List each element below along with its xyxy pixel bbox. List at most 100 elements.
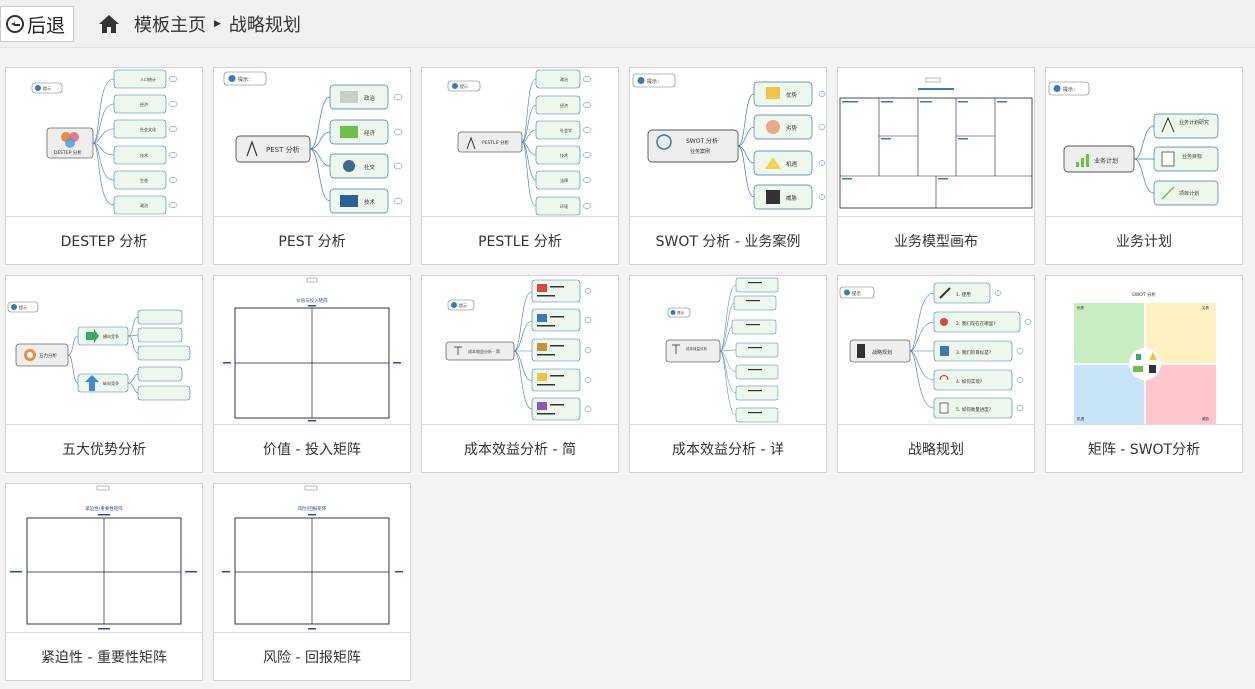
- template-title: SWOT 分析 - 业务案例: [630, 216, 826, 264]
- template-thumbnail: 提示 PESTLE 分析 政治经济社会学 技术法律环境: [422, 68, 618, 216]
- svg-text:提示：: 提示：: [647, 78, 662, 85]
- template-title: 矩阵 - SWOT分析: [1046, 424, 1242, 472]
- template-thumbnail: 提示： 业务计划 业务计划研究业务目标项目计划: [1046, 68, 1242, 216]
- svg-text:经济: 经济: [364, 129, 376, 137]
- svg-text:社会文化: 社会文化: [140, 126, 156, 132]
- svg-text:环境: 环境: [560, 203, 568, 209]
- svg-text:生态: 生态: [140, 177, 148, 183]
- template-title: PEST 分析: [214, 216, 410, 264]
- template-card-pest[interactable]: 提示： PEST 分析 政治经济 社交技术 PEST 分析: [213, 67, 411, 265]
- template-thumbnail: 提示 成本效益分析: [630, 276, 826, 424]
- svg-text:劣势: 劣势: [786, 124, 798, 132]
- svg-text:提示：: 提示：: [238, 76, 253, 83]
- svg-text:机遇: 机遇: [786, 160, 798, 168]
- svg-text:优势: 优势: [786, 91, 798, 99]
- back-arrow-icon: [6, 15, 24, 33]
- svg-text:提示：: 提示：: [1063, 86, 1078, 93]
- template-card-destep[interactable]: 提示 DESTEP 分析 人口统计经济社会文化 技术生态政治 DESTEP 分析: [5, 67, 203, 265]
- svg-text:PESTLE 分析: PESTLE 分析: [482, 139, 509, 146]
- svg-text:价值与投入矩阵: 价值与投入矩阵: [296, 297, 328, 304]
- template-thumbnail: 价值与投入矩阵: [214, 276, 410, 424]
- svg-text:技术: 技术: [140, 152, 148, 158]
- svg-text:劣势: 劣势: [1202, 305, 1210, 310]
- svg-text:业务目标: 业务目标: [1182, 153, 1202, 160]
- svg-text:成本效益分析 - 简: 成本效益分析 - 简: [468, 348, 500, 354]
- template-title: 五大优势分析: [6, 424, 202, 472]
- svg-text:提示: 提示: [19, 304, 27, 310]
- template-card-cost-benefit-simple[interactable]: 提示 成本效益分析 - 简 成本效益分析 - 简: [421, 275, 619, 473]
- svg-text:法律: 法律: [560, 177, 568, 183]
- svg-text:政治: 政治: [560, 76, 568, 82]
- breadcrumb-home-link[interactable]: 模板主页: [134, 15, 206, 36]
- svg-text:社会学: 社会学: [560, 127, 572, 133]
- template-card-pestle[interactable]: 提示 PESTLE 分析 政治经济社会学 技术法律环境 PESTLE 分析: [421, 67, 619, 265]
- top-bar: 后退 模板主页 ▶ 战略规划: [0, 0, 1255, 48]
- svg-text:1. 使用: 1. 使用: [956, 291, 971, 298]
- svg-text:提示: 提示: [677, 310, 685, 315]
- back-button-label: 后退: [27, 14, 66, 37]
- svg-text:横向竞争: 横向竞争: [103, 333, 119, 339]
- svg-text:技术: 技术: [560, 152, 568, 158]
- svg-text:5. 如何衡量进度?: 5. 如何衡量进度?: [956, 406, 992, 413]
- template-title: DESTEP 分析: [6, 216, 202, 264]
- svg-text:威胁: 威胁: [1202, 416, 1210, 421]
- template-thumbnail: 提示 成本效益分析 - 简: [422, 276, 618, 424]
- svg-text:3. 我们的目标是?: 3. 我们的目标是?: [956, 349, 992, 356]
- svg-text:经济: 经济: [560, 102, 568, 108]
- template-card-swot-business[interactable]: 提示： SWOT 分析 业务案例 优势劣势 机遇威胁 SWOT 分: [629, 67, 827, 265]
- template-card-strategic-planning[interactable]: 提示 战略规划 1. 使用 2. 我们现在在哪里? 3. 我们的目标是? 4. 如何…: [837, 275, 1035, 473]
- template-title: 成本效益分析 - 简: [422, 424, 618, 472]
- svg-text:优势: 优势: [1077, 305, 1085, 310]
- template-thumbnail: 提示 战略规划 1. 使用 2. 我们现在在哪里? 3. 我们的目标是? 4. 如何…: [838, 276, 1034, 424]
- template-title: PESTLE 分析: [422, 216, 618, 264]
- template-title: 战略规划: [838, 424, 1034, 472]
- svg-text:2. 我们现在在哪里?: 2. 我们现在在哪里?: [956, 320, 996, 327]
- svg-text:威胁: 威胁: [786, 194, 798, 202]
- template-card-business-plan[interactable]: 提示： 业务计划 业务计划研究业务目标项目计划 业务计划: [1045, 67, 1243, 265]
- svg-text:提示: 提示: [852, 290, 861, 297]
- svg-text:提示: 提示: [460, 83, 468, 89]
- svg-text:提示: 提示: [43, 85, 51, 91]
- template-thumbnail: 提示 DESTEP 分析 人口统计经济社会文化 技术生态政治: [6, 68, 202, 216]
- svg-text:人口统计: 人口统计: [140, 76, 156, 82]
- home-icon[interactable]: [98, 14, 120, 34]
- back-button[interactable]: 后退: [0, 6, 74, 42]
- breadcrumb: 模板主页 ▶ 战略规划: [98, 12, 301, 36]
- template-card-value-effort-matrix[interactable]: 价值与投入矩阵 价值 - 投入矩阵: [213, 275, 411, 473]
- template-thumbnail: 提示 五力分析 横向竞争纵向竞争: [6, 276, 202, 424]
- breadcrumb-separator-icon: ▶: [214, 19, 221, 29]
- template-thumbnail: SWOT 分析 优势 劣势 机遇 威胁: [1046, 276, 1242, 424]
- svg-text:战略规划: 战略规划: [872, 349, 892, 356]
- svg-text:政治: 政治: [140, 202, 148, 208]
- template-card-five-forces[interactable]: 提示 五力分析 横向竞争纵向竞争 五大优势分析: [5, 275, 203, 473]
- svg-text:4. 如何实现?: 4. 如何实现?: [956, 378, 983, 385]
- template-title: 风险 - 回报矩阵: [214, 632, 410, 680]
- template-thumbnail: 风险/回报矩阵: [214, 484, 410, 632]
- template-thumbnail: [838, 68, 1034, 216]
- svg-text:风险/回报矩阵: 风险/回报矩阵: [298, 505, 327, 512]
- template-card-swot-matrix[interactable]: SWOT 分析 优势 劣势 机遇 威胁 矩阵 - SWOT分析: [1045, 275, 1243, 473]
- svg-text:紧迫性/重要性矩阵: 紧迫性/重要性矩阵: [85, 505, 123, 512]
- svg-text:政治: 政治: [364, 94, 376, 102]
- svg-text:提示: 提示: [459, 302, 467, 308]
- svg-text:PEST 分析: PEST 分析: [266, 145, 300, 154]
- svg-text:机遇: 机遇: [1077, 416, 1085, 421]
- svg-text:经济: 经济: [140, 101, 148, 107]
- template-card-cost-benefit-detailed[interactable]: 提示 成本效益分析 成本效益分析 - 详: [629, 275, 827, 473]
- svg-text:项目计划: 项目计划: [1179, 190, 1199, 197]
- template-thumbnail: 提示： PEST 分析 政治经济 社交技术: [214, 68, 410, 216]
- svg-text:成本效益分析: 成本效益分析: [686, 346, 707, 351]
- template-thumbnail: 提示： SWOT 分析 业务案例 优势劣势 机遇威胁: [630, 68, 826, 216]
- template-title: 业务模型画布: [838, 216, 1034, 264]
- breadcrumb-current: 战略规划: [228, 15, 301, 36]
- svg-text:社交: 社交: [364, 163, 376, 171]
- svg-text:业务计划研究: 业务计划研究: [1179, 119, 1209, 126]
- svg-text:五力分析: 五力分析: [39, 352, 57, 359]
- template-title: 成本效益分析 - 详: [630, 424, 826, 472]
- svg-text:SWOT 分析: SWOT 分析: [1132, 291, 1157, 298]
- svg-text:业务计划: 业务计划: [1094, 157, 1118, 165]
- template-card-business-model-canvas[interactable]: 业务模型画布: [837, 67, 1035, 265]
- template-card-urgency-importance-matrix[interactable]: 紧迫性/重要性矩阵 紧迫性 - 重要性矩阵: [5, 483, 203, 681]
- svg-text:DESTEP 分析: DESTEP 分析: [54, 149, 82, 156]
- template-card-risk-reward-matrix[interactable]: 风险/回报矩阵 风险 - 回报矩阵: [213, 483, 411, 681]
